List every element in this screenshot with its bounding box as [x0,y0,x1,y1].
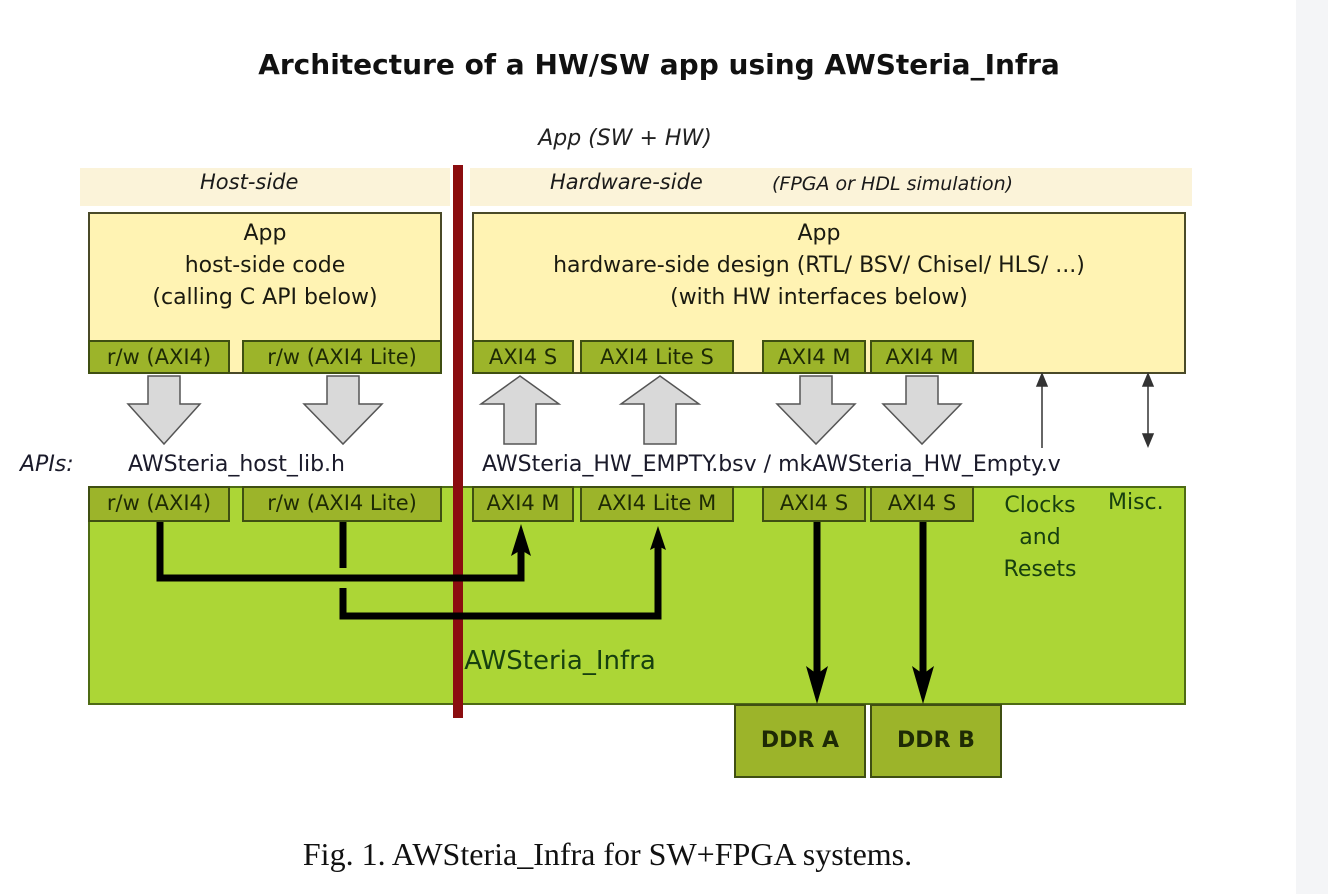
figure-caption: Fig. 1. AWSteria_Infra for SW+FPGA syste… [302,836,913,872]
hardware-side-band [470,168,1192,206]
host-hw-divider [453,165,463,718]
host-app-line: (calling C API below) [152,285,378,310]
infra-port-host-axi4: r/w (AXI4) [88,486,230,522]
hardware-side-label: Hardware-side [550,170,703,194]
apis-label: APIs: [20,452,74,477]
clocks-and-resets-label: Clocks and Resets [990,490,1090,586]
hw-app-line: (with HW interfaces below) [670,285,968,310]
host-side-band [80,168,450,206]
arrow-up-icon [1141,372,1155,387]
infra-port-host-axi4-lite: r/w (AXI4 Lite) [242,486,442,522]
misc-label: Misc. [1108,490,1164,515]
clocks-line: Clocks [1004,493,1076,518]
ddr-a-box: DDR A [734,704,866,778]
infra-label: AWSteria_Infra [464,646,656,676]
hw-app-port-axi4-m-a: AXI4 M [762,340,866,374]
hardware-side-note: (FPGA or HDL simulation) [772,173,1014,195]
ddr-b-box: DDR B [870,704,1002,778]
hw-app-port-axi4-m-b: AXI4 M [870,340,974,374]
up-block-arrow-icon [478,375,562,445]
infra-port-axi4-s-a: AXI4 S [762,486,866,522]
infra-port-axi4-m: AXI4 M [472,486,574,522]
down-block-arrow-icon [302,375,384,446]
host-api-file: AWSteria_host_lib.h [128,452,345,477]
host-app-line: host-side code [184,253,346,278]
host-side-label: Host-side [200,170,299,194]
clocks-line: and [1019,525,1061,550]
infra-port-axi4-lite-m: AXI4 Lite M [580,486,734,522]
hw-app-port-axi4-s: AXI4 S [472,340,574,374]
down-block-arrow-icon [775,375,857,446]
host-app-line: App [243,221,287,246]
diagram-title: Architecture of a HW/SW app using AWSter… [258,48,1060,81]
arrow-down-icon [1141,433,1155,448]
up-block-arrow-icon [618,375,702,445]
clocks-line: Resets [1003,557,1077,582]
host-app-port-axi4-lite: r/w (AXI4 Lite) [242,340,442,374]
app-group-label: App (SW + HW) [538,126,712,151]
infra-port-axi4-s-b: AXI4 S [870,486,974,522]
hw-app-port-axi4-lite-s: AXI4 Lite S [580,340,734,374]
page-margin [1296,0,1328,894]
hw-app-line: hardware-side design (RTL/ BSV/ Chisel/ … [553,253,1085,278]
down-block-arrow-icon [126,375,202,446]
host-app-port-axi4: r/w (AXI4) [88,340,230,374]
down-block-arrow-icon [881,375,963,446]
arrow-up-icon [1035,372,1049,387]
hw-app-line: App [797,221,841,246]
hw-api-file: AWSteria_HW_EMPTY.bsv / mkAWSteria_HW_Em… [482,452,1061,477]
